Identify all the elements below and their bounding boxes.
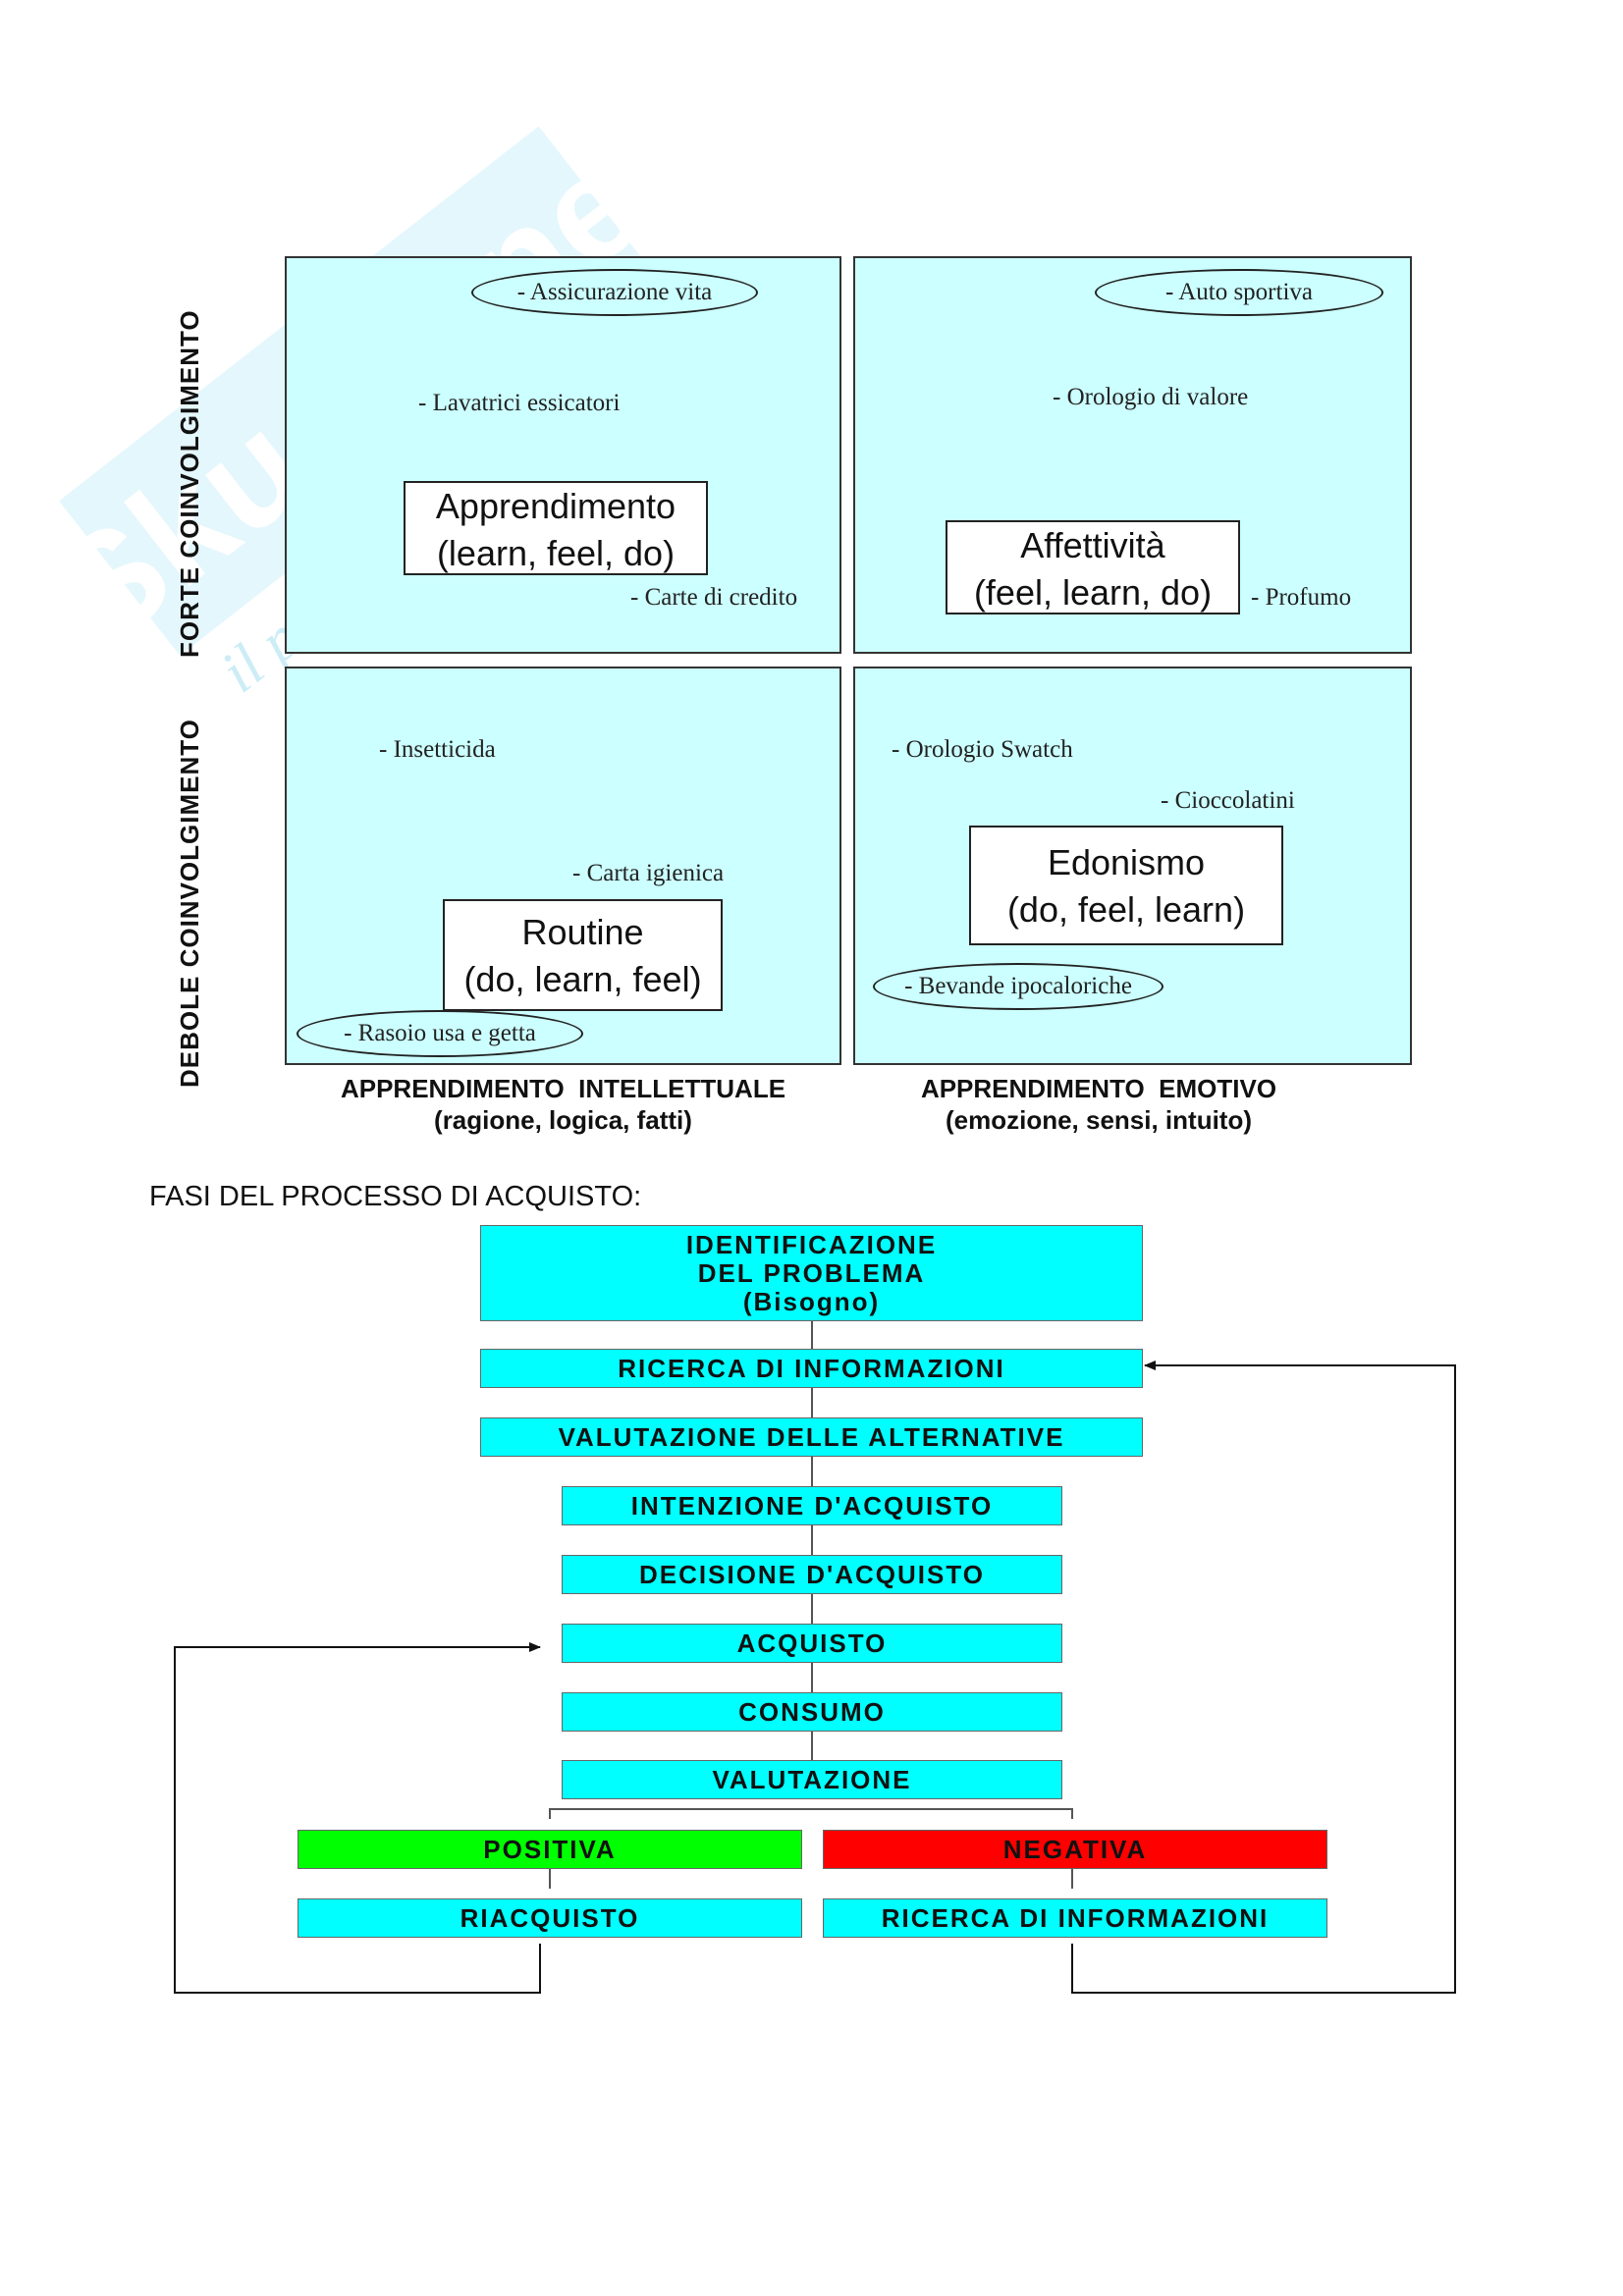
step-identificazione: IDENTIFICAZIONE DEL PROBLEMA (Bisogno) [480, 1225, 1143, 1321]
box-edonismo-sub: (do, feel, learn) [1006, 889, 1246, 930]
box-apprendimento-title: Apprendimento [435, 486, 676, 526]
step-intenzione-acquisto: INTENZIONE D'ACQUISTO [562, 1486, 1062, 1525]
x-axis-left: APPRENDIMENTO INTELLETTUALE (ragione, lo… [285, 1073, 841, 1136]
x-axis-right-sub: (emozione, sensi, intuito) [945, 1105, 1252, 1135]
step-valutazione-alternative: VALUTAZIONE DELLE ALTERNATIVE [480, 1417, 1143, 1457]
step-acquisto: ACQUISTO [562, 1624, 1062, 1663]
step-decisione-acquisto: DECISIONE D'ACQUISTO [562, 1555, 1062, 1594]
item-carta-igienica: - Carta igienica [572, 860, 725, 886]
process-title: FASI DEL PROCESSO DI ACQUISTO: [149, 1181, 642, 1212]
x-axis-left-sub: (ragione, logica, fatti) [434, 1105, 692, 1135]
item-orologio-swatch: - Orologio Swatch [892, 736, 1073, 763]
box-routine-title: Routine [521, 912, 644, 952]
oval-rasoio: - Rasoio usa e getta [297, 1010, 583, 1057]
box-edonismo-title: Edonismo [1047, 842, 1206, 882]
oval-auto-sportiva: - Auto sportiva [1095, 269, 1383, 316]
x-axis-left-title: APPRENDIMENTO INTELLETTUALE [340, 1074, 786, 1103]
item-insetticida: - Insetticida [379, 736, 496, 763]
box-affettivita-title: Affettività [1020, 525, 1165, 565]
step-identificazione-line3: (Bisogno) [742, 1286, 881, 1316]
step-ricerca-informazioni: RICERCA DI INFORMAZIONI [480, 1349, 1143, 1388]
step-ricerca-informazioni-2: RICERCA DI INFORMAZIONI [823, 1898, 1327, 1938]
box-affettivita: Affettività (feel, learn, do) [946, 520, 1240, 614]
x-axis-right: APPRENDIMENTO EMOTIVO (emozione, sensi, … [853, 1073, 1344, 1136]
step-identificazione-line2: DEL PROBLEMA [697, 1257, 926, 1288]
box-affettivita-sub: (feel, learn, do) [973, 572, 1213, 613]
oval-assicurazione-vita: - Assicurazione vita [471, 269, 758, 316]
quadrant-top-left [285, 256, 841, 654]
item-lavatrici: - Lavatrici essicatori [418, 390, 621, 416]
step-negativa: NEGATIVA [823, 1830, 1327, 1869]
box-apprendimento-sub: (learn, feel, do) [436, 533, 676, 573]
item-profumo: - Profumo [1251, 584, 1352, 611]
step-identificazione-line1: IDENTIFICAZIONE [685, 1229, 938, 1259]
step-riacquisto: RIACQUISTO [298, 1898, 802, 1938]
step-positiva: POSITIVA [298, 1830, 802, 1869]
item-orologio-valore: - Orologio di valore [1053, 384, 1249, 410]
item-carte-credito: - Carte di credito [630, 584, 798, 611]
x-axis-right-title: APPRENDIMENTO EMOTIVO [920, 1074, 1277, 1103]
box-routine: Routine (do, learn, feel) [443, 899, 723, 1011]
step-valutazione: VALUTAZIONE [562, 1760, 1062, 1799]
box-apprendimento: Apprendimento (learn, feel, do) [404, 481, 708, 575]
oval-bevande: - Bevande ipocaloriche [873, 963, 1163, 1010]
box-edonismo: Edonismo (do, feel, learn) [969, 826, 1283, 945]
box-routine-sub: (do, learn, feel) [463, 959, 702, 999]
step-consumo: CONSUMO [562, 1692, 1062, 1732]
item-cioccolatini: - Cioccolatini [1161, 787, 1295, 814]
